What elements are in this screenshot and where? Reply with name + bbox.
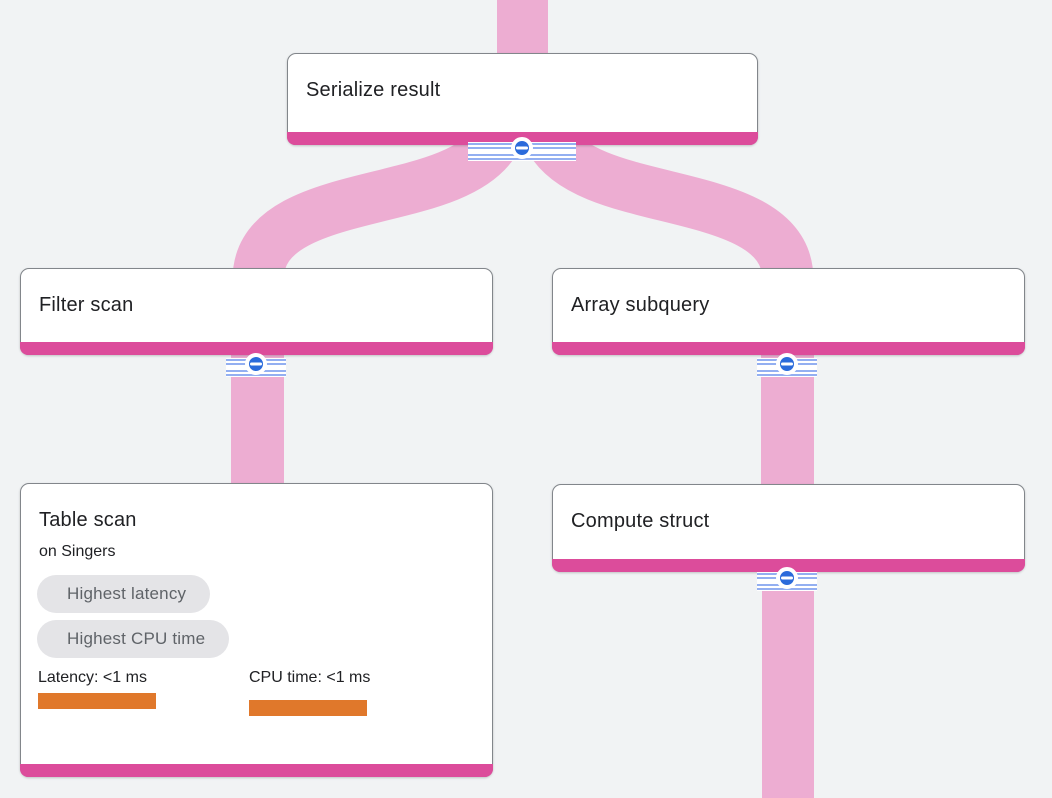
collapse-control-array-subquery xyxy=(757,352,817,377)
minus-icon xyxy=(516,146,528,149)
stat-latency-label: Latency: <1 ms xyxy=(38,669,147,686)
stat-latency-bar xyxy=(38,693,156,709)
plan-node-array-subquery[interactable]: Array subquery xyxy=(552,268,1025,355)
collapse-button-compute-struct[interactable] xyxy=(776,566,798,589)
node-accent-bar xyxy=(552,559,1025,572)
minus-icon xyxy=(781,576,793,579)
collapse-control-filter-scan xyxy=(226,352,286,377)
minus-icon xyxy=(250,362,262,365)
node-subtitle: on Singers xyxy=(39,543,116,560)
collapse-control-serialize-result xyxy=(468,136,576,161)
node-title: Serialize result xyxy=(306,79,441,101)
collapse-control-compute-struct xyxy=(757,566,817,591)
badge-highest-latency: Highest latency xyxy=(37,575,211,613)
minus-icon xyxy=(781,362,793,365)
edge-serialize-to-filter-scan xyxy=(232,125,517,283)
node-title: Table scan xyxy=(39,509,137,531)
plan-node-table-scan[interactable]: Table scan on Singers Highest latency Hi… xyxy=(20,483,493,777)
edge-compute-struct-outgoing xyxy=(762,566,814,798)
collapse-button-filter-scan[interactable] xyxy=(245,352,267,375)
stat-cpu-time-bar xyxy=(249,700,367,716)
stat-cpu-time-label: CPU time: <1 ms xyxy=(249,669,371,686)
plan-node-filter-scan[interactable]: Filter scan xyxy=(20,268,493,355)
node-accent-bar xyxy=(552,342,1025,355)
node-accent-bar xyxy=(20,342,493,355)
collapse-button-array-subquery[interactable] xyxy=(776,352,798,375)
node-accent-bar xyxy=(20,764,493,777)
stat-cpu-time: CPU time: <1 ms xyxy=(249,669,460,716)
badge-highest-cpu-time: Highest CPU time xyxy=(37,620,230,658)
stat-latency: Latency: <1 ms xyxy=(38,669,249,716)
edge-serialize-to-array-subquery xyxy=(529,125,814,283)
plan-node-compute-struct[interactable]: Compute struct xyxy=(552,484,1025,572)
node-title: Filter scan xyxy=(39,294,134,316)
node-title: Compute struct xyxy=(571,510,710,532)
edge-incoming-serialize xyxy=(497,0,548,58)
plan-node-serialize-result[interactable]: Serialize result xyxy=(287,53,758,145)
node-title: Array subquery xyxy=(571,294,710,316)
collapse-button-serialize-result[interactable] xyxy=(511,136,533,159)
